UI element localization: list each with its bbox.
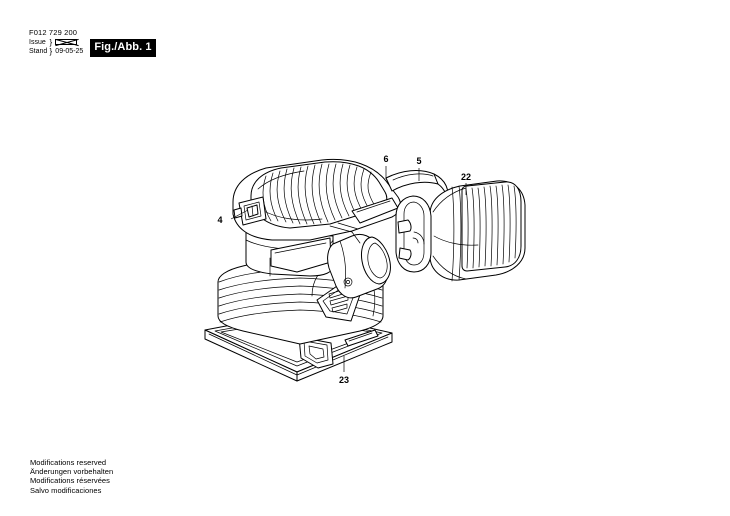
- footer-line-es: Salvo modificaciones: [30, 485, 102, 495]
- right-clamp-bracket: [344, 315, 379, 347]
- stand-value: 09-05-25: [55, 47, 84, 55]
- power-cord: [385, 170, 449, 206]
- issue-value: [53, 39, 83, 48]
- issue-stand-block: Issue } Stand } 09-05-25 Fig./Abb. 1: [29, 38, 329, 57]
- on-off-switch: [233, 196, 267, 226]
- handle-housing-shell: [232, 158, 401, 241]
- paper-clamp-lever: [298, 336, 334, 369]
- callout-5: 5: [416, 156, 422, 181]
- figure-badge: Fig./Abb. 1: [90, 39, 156, 57]
- issue-stand-table: Issue } Stand } 09-05-25: [29, 38, 84, 56]
- footer-line-fr: Modifications réservées: [30, 476, 110, 486]
- issue-brace: }: [49, 38, 53, 47]
- callout-4-label: 4: [217, 215, 222, 225]
- callout-4: 4: [217, 209, 249, 225]
- part-number: F012 729 200: [29, 28, 78, 37]
- dust-box-bayonet-collar: [395, 195, 432, 273]
- ventilation-panel: [311, 271, 376, 322]
- dust-extraction-port: [327, 233, 391, 299]
- sander-body-lower-skirt: [217, 251, 384, 345]
- callout-6-label: 6: [383, 154, 388, 164]
- drawing-header: F012 729 200 Issue } Stand } 09-05-25 Fi…: [29, 28, 329, 57]
- callout-23: 23: [339, 356, 349, 385]
- callout-22-label: 22: [461, 172, 471, 182]
- footer-line-en: Modifications reserved: [30, 458, 107, 467]
- issue-void-box-icon: [55, 39, 78, 46]
- footer-disclaimer: Modifications reserved Änderungen vorbeh…: [30, 458, 113, 495]
- motor-housing-neck: [245, 231, 334, 277]
- handle-front-lip: [329, 197, 399, 244]
- callout-23-label: 23: [339, 375, 349, 385]
- footer-line-de: Änderungen vorbehalten: [30, 467, 114, 477]
- stand-brace: }: [49, 46, 53, 56]
- sanding-base-plate: [204, 311, 393, 382]
- soft-grip-ribbed-top: [250, 161, 388, 229]
- callout-6: 6: [383, 154, 389, 179]
- dust-box-assembly: [429, 180, 526, 282]
- callout-22: 22: [461, 172, 471, 195]
- callout-5-label: 5: [416, 156, 421, 166]
- stand-label: Stand: [29, 47, 48, 55]
- issue-label: Issue: [29, 39, 46, 46]
